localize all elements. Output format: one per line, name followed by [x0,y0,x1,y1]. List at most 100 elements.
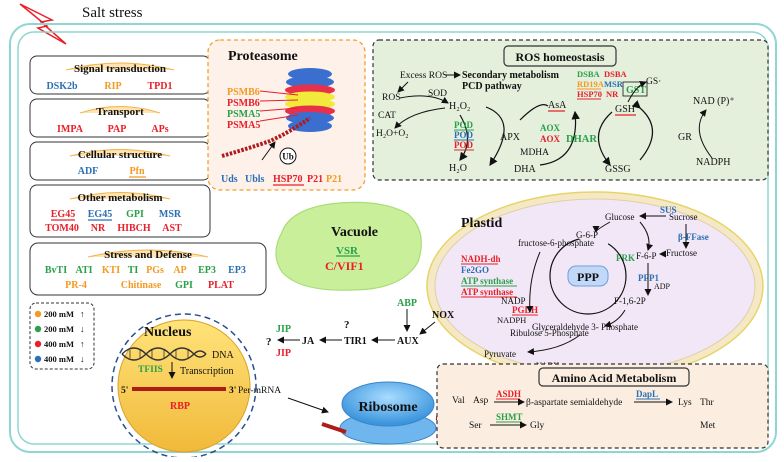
left_panel-transport-items-1-label: PAP [108,124,127,135]
plastid-metabolites-sucrose-label: Sucrose [669,212,698,222]
left_panel-structure-items-1-label: Pfn [130,166,145,177]
proteasome-subunits-1-label: PSMB6 [227,98,260,109]
nucleus-three-label: 3' [229,386,236,396]
dna-icon [121,347,207,361]
plastid-metabolites-fructose-label: Fructose [666,248,697,258]
ros-labels-dha-label: DHA [514,164,536,175]
left_panel-signal-items-1-label: RIP [104,81,121,92]
vacuole: Vacuole VSR C/VIF1 [275,201,422,291]
left_panel-stress-items-8-label: PR-4 [65,280,87,291]
ros-labels-secondary-label: Secondary metabolism [462,70,560,81]
ros-nr-label: NR [606,89,619,99]
left_panel-other-items-4-label: TOM40 [45,223,79,234]
ros-pod-2-label: POD [454,140,473,150]
plastid-metabolites-ribulose-label: Ribulose 5-Phosphate [510,328,589,338]
plastid-metabolites-nadph-label: NADPH [497,315,526,325]
left_panel-structure-items-0-label: ADF [78,166,99,177]
plastid-metabolites-adp-label: ADP [654,282,671,291]
plastid-proteins-7-label: β-FFase [678,232,709,242]
left_panel-other-items-2-label: GPI [126,209,144,220]
plastid-proteins-6-label: FRK [616,253,635,263]
left_panel-signal-items-0-label: DSK2b [46,81,78,92]
signaling-ja-label: JA [302,336,315,347]
nucleus-five-label: 5' [121,386,128,396]
plastid-proteins-4-label: PGDH [512,305,538,315]
left_panel-stress-items-0-label: BvTI [45,265,67,276]
amino-labels-8-label: SHMT [496,412,523,422]
ros-labels-asa-label: AsA [548,100,567,111]
amino-labels-5-label: Lys [678,398,692,408]
proteasome-ub-label: Ub [282,152,294,162]
vacuole-title: Vacuole [331,225,378,240]
amino-labels-3-label: β-aspartate semialdehyde [526,398,622,408]
transport-box: Transport IMPA PAP APs [29,98,211,138]
proteasome-bottom-4-label: P21 [326,174,342,185]
nucleus-rbp-label: RBP [170,401,190,412]
ros-labels-pcd-label: PCD pathway [462,81,522,92]
ppp-cycle: PPP [549,237,627,315]
proteasome-bottom-3-label: P21 [307,174,323,185]
proteasome-subunits-0-label: PSMB6 [227,87,260,98]
proteasome-bottom-2-label: HSP70 [273,174,302,185]
ros-gst-label: GST [626,85,646,96]
proteasome-title: Proteasome [228,49,298,64]
signaling-jip-0-label: JIP [276,324,291,335]
ros-labels-cat-label: CAT [378,111,396,121]
signaling-tir1-label: TIR1 [344,336,367,347]
amino-acid-panel: Amino Acid Metabolism Val Asp ASDH β-asp… [436,363,769,449]
left_panel-transport-title-label: Transport [96,106,144,118]
ros-msr-label: MSR [604,79,624,89]
ros-dsba-1-label: DSBA [604,69,628,79]
plastid-proteins-0-label: NADH-dh [461,254,501,264]
legend-items-2-label-label: 400 mM [44,339,74,349]
left_panel-stress-items-1-label: ATI [75,265,92,276]
amino-labels-2-label: ASDH [496,389,521,399]
left_panel-stress-items-5-label: AP [173,265,186,276]
ros-panel: ROS homeostasis Excess ROS Secondary met… [372,39,769,181]
left_panel-other-items-5-label: NR [91,223,106,234]
plastid-proteins-1-label: Fe2GO [461,265,489,275]
amino-title: Amino Acid Metabolism [552,371,677,385]
plastid-metabolites-pyruvate-label: Pyruvate [484,349,516,359]
ubiquitin-icon [279,147,297,165]
left_panel-stress-items-9-label: Chitinase [121,280,162,291]
nucleus-transcription-label: Transcription [180,366,234,377]
ros-labels-excess_ros-label: Excess ROS [400,71,447,81]
legend: 200 mM ↑ 200 mM ↓ 400 mM ↑ 400 mM ↓ [29,302,95,370]
proteasome-subunits-2-label: PSMA5 [227,109,260,120]
nucleus: Nucleus DNA TFIIS Transcription 5' 3' Pe… [111,313,329,459]
left_panel-stress-items-3-label: TI [128,265,139,276]
proteasome-panel: Proteasome PSMB6 PSMB6 PSMA5 PSMA5 Ub Ud… [207,39,366,191]
left_panel-stress-items-2-label: KTI [102,265,120,276]
nucleus-title: Nucleus [144,325,192,340]
proteasome-subunits-3-label: PSMA5 [227,120,260,131]
lightning-icon [19,3,67,45]
left_panel-structure-title-label: Cellular structure [78,149,162,161]
plastid-metabolites-g6p-label: G-6-P [576,230,598,240]
legend-item: 200 mM ↑ [34,309,85,319]
nucleus-tfiis-label: TFIIS [138,365,163,375]
plastid: Plastid NADH-dh Fe2GO ATP synthase ATP s… [426,191,764,381]
legend-items-1-label-label: 200 mM [44,324,74,334]
signaling-nox-label: NOX [432,310,455,321]
left_panel-other-items-3-label: MSR [159,209,182,220]
cell-wall [9,23,777,453]
left_panel-stress-items-10-label: GPI [175,280,193,291]
amino-labels-10-label: Met [700,421,716,431]
left_panel-other-items-7-label: AST [162,223,182,234]
legend-items-0-arrow-label: ↑ [80,309,85,319]
legend-item: 400 mM ↑ [34,339,85,349]
left_panel-other-items-0-label: EG45 [51,209,75,220]
plastid-metabolites-nadp-label: NADP [501,296,526,306]
plastid-proteins-8-label: PFP1 [638,273,659,283]
left_panel-stress-items-6-label: EP3 [198,265,216,276]
ros-labels-nadp-label: NAD (P)⁺ [693,96,735,107]
ros-aox-1-label: AOX [540,134,561,144]
nucleus-mrna-label: Per-mRNA [238,386,281,396]
ros-labels-gsh-label: GSH [615,104,635,115]
legend-item: 400 mM ↓ [34,354,85,364]
plastid-proteins-2-label: ATP synthase [461,276,513,286]
amino-labels-9-label: Gly [530,421,545,431]
ros-labels-gr-label: GR [678,132,692,143]
plastid-metabolites-glyceraldehyde-label: Glyceraldehyde 3- Phosphate [532,322,638,332]
